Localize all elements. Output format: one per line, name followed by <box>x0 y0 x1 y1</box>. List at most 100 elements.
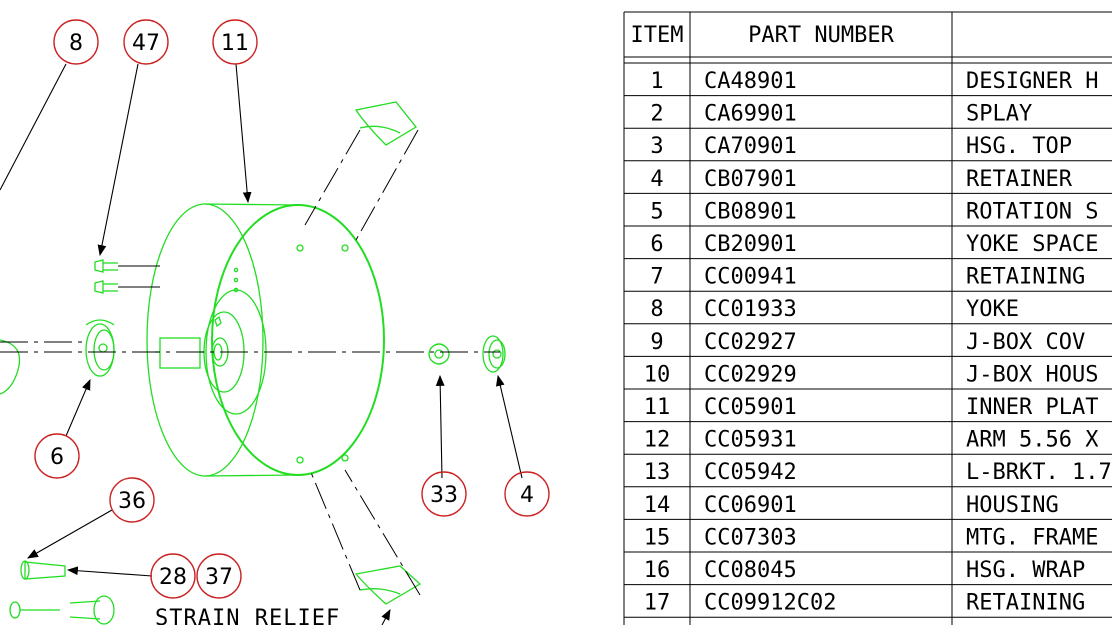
strain-relief-callout: STRAIN RELIEF <box>155 606 340 625</box>
cell-item: 8 <box>650 297 663 322</box>
yoke-spacer <box>85 319 115 377</box>
balloon-label: 33 <box>430 483 458 508</box>
cell-part-number: CA48901 <box>704 69 797 94</box>
balloon-label: 6 <box>50 445 64 470</box>
balloon-label: 37 <box>205 565 233 590</box>
cell-part-number: CC05931 <box>704 428 797 453</box>
center-lines <box>0 129 500 596</box>
cell-description: L-BRKT. 1.7 <box>966 460 1112 485</box>
table-row: 4 CB07901 RETAINER <box>650 167 1072 192</box>
retaining-ring <box>428 343 450 365</box>
cell-part-number: CC05901 <box>704 395 797 420</box>
balloon-33: 33 <box>421 471 467 517</box>
yoke-arm-edge <box>0 339 21 395</box>
cell-description: HSG. WRAP <box>966 558 1085 583</box>
balloon-label: 8 <box>69 31 83 56</box>
cell-description: RETAINING <box>966 591 1085 616</box>
cell-description: J-BOX HOUS <box>966 362 1098 387</box>
header-part-number: PART NUMBER <box>748 23 894 48</box>
cell-part-number: CB20901 <box>704 232 797 257</box>
cell-description: HSG. TOP <box>966 134 1072 159</box>
cell-part-number: CB08901 <box>704 199 797 224</box>
table-row: 12 CC05931 ARM 5.56 X <box>644 428 1099 453</box>
table-row: 11 CC05901 INNER PLAT <box>644 395 1099 420</box>
cell-description: YOKE <box>966 297 1019 322</box>
housing-drum <box>146 203 385 477</box>
balloon-36: 36 <box>109 477 155 523</box>
cell-part-number: CA70901 <box>704 134 797 159</box>
cell-description: INNER PLAT <box>966 395 1098 420</box>
retainer <box>482 335 506 373</box>
cell-item: 3 <box>650 134 663 159</box>
cell-part-number: CC06901 <box>704 493 797 518</box>
balloon-label: 11 <box>221 31 249 56</box>
balloon-11: 11 <box>212 19 258 65</box>
cell-part-number: CC02927 <box>704 330 797 355</box>
cell-part-number: CC07303 <box>704 525 797 550</box>
table-row: 13 CC05942 L-BRKT. 1.7 <box>644 460 1112 485</box>
balloon-label: 36 <box>118 489 146 514</box>
exploded-view <box>0 101 506 625</box>
table-row: 17 CC09912C02 RETAINING <box>644 591 1085 616</box>
cell-item: 4 <box>650 167 663 192</box>
balloon-label: 4 <box>520 483 534 508</box>
cell-description: RETAINER <box>966 167 1073 192</box>
cell-description: ARM 5.56 X <box>966 428 1099 453</box>
splay-bottom <box>354 565 422 605</box>
balloon-8: 8 <box>53 19 99 65</box>
screws <box>94 259 118 294</box>
table-grid <box>623 11 1112 625</box>
cell-item: 7 <box>650 265 663 290</box>
cell-item: 6 <box>650 232 663 257</box>
cell-item: 17 <box>644 591 671 616</box>
balloon-28: 28 <box>150 553 196 599</box>
table-row: 6 CB20901 YOKE SPACE <box>650 232 1098 257</box>
cell-part-number: CC08045 <box>704 558 797 583</box>
j-box-cover <box>159 337 201 369</box>
header-item: ITEM <box>631 23 684 48</box>
table-row: 10 CC02929 J-BOX HOUS <box>644 362 1099 387</box>
cell-part-number: CC00941 <box>704 265 797 290</box>
cell-description: MTG. FRAME <box>966 525 1098 550</box>
cell-item: 9 <box>650 330 663 355</box>
cell-description: SPLAY <box>966 102 1032 127</box>
table-row: 7 CC00941 RETAINING <box>650 265 1085 290</box>
balloon-4: 4 <box>504 471 550 517</box>
cell-item: 5 <box>650 199 663 224</box>
balloon-47: 47 <box>123 19 169 65</box>
cell-description: YOKE SPACE <box>966 232 1098 257</box>
balloon-label: 47 <box>132 31 160 56</box>
cell-description: RETAINING <box>966 265 1085 290</box>
cell-description: ROTATION S <box>966 199 1098 224</box>
cell-item: 10 <box>644 362 671 387</box>
cell-part-number: CC09912C02 <box>704 591 836 616</box>
cell-item: 2 <box>650 102 663 127</box>
cell-part-number: CC01933 <box>704 297 797 322</box>
cell-part-number: CA69901 <box>704 102 797 127</box>
cell-part-number: CC05942 <box>704 460 797 485</box>
assembly-lines <box>118 265 160 288</box>
balloon-37: 37 <box>196 553 242 599</box>
table-row: 3 CA70901 HSG. TOP <box>650 134 1072 159</box>
table-row: 2 CA69901 SPLAY <box>650 102 1032 127</box>
cell-item: 11 <box>644 395 671 420</box>
cell-description: DESIGNER H <box>966 69 1098 94</box>
cell-part-number: CC02929 <box>704 362 797 387</box>
balloon-label: 28 <box>159 565 187 590</box>
item-balloons: 8 47 11 6 36 28 37 33 <box>34 19 550 599</box>
strain-relief <box>9 560 115 625</box>
leader-lines <box>0 63 523 625</box>
table-row: 5 CB08901 ROTATION S <box>650 199 1098 224</box>
cell-item: 12 <box>644 428 671 453</box>
cell-item: 13 <box>644 460 671 485</box>
cell-part-number: CB07901 <box>704 167 797 192</box>
cell-item: 14 <box>644 493 671 518</box>
